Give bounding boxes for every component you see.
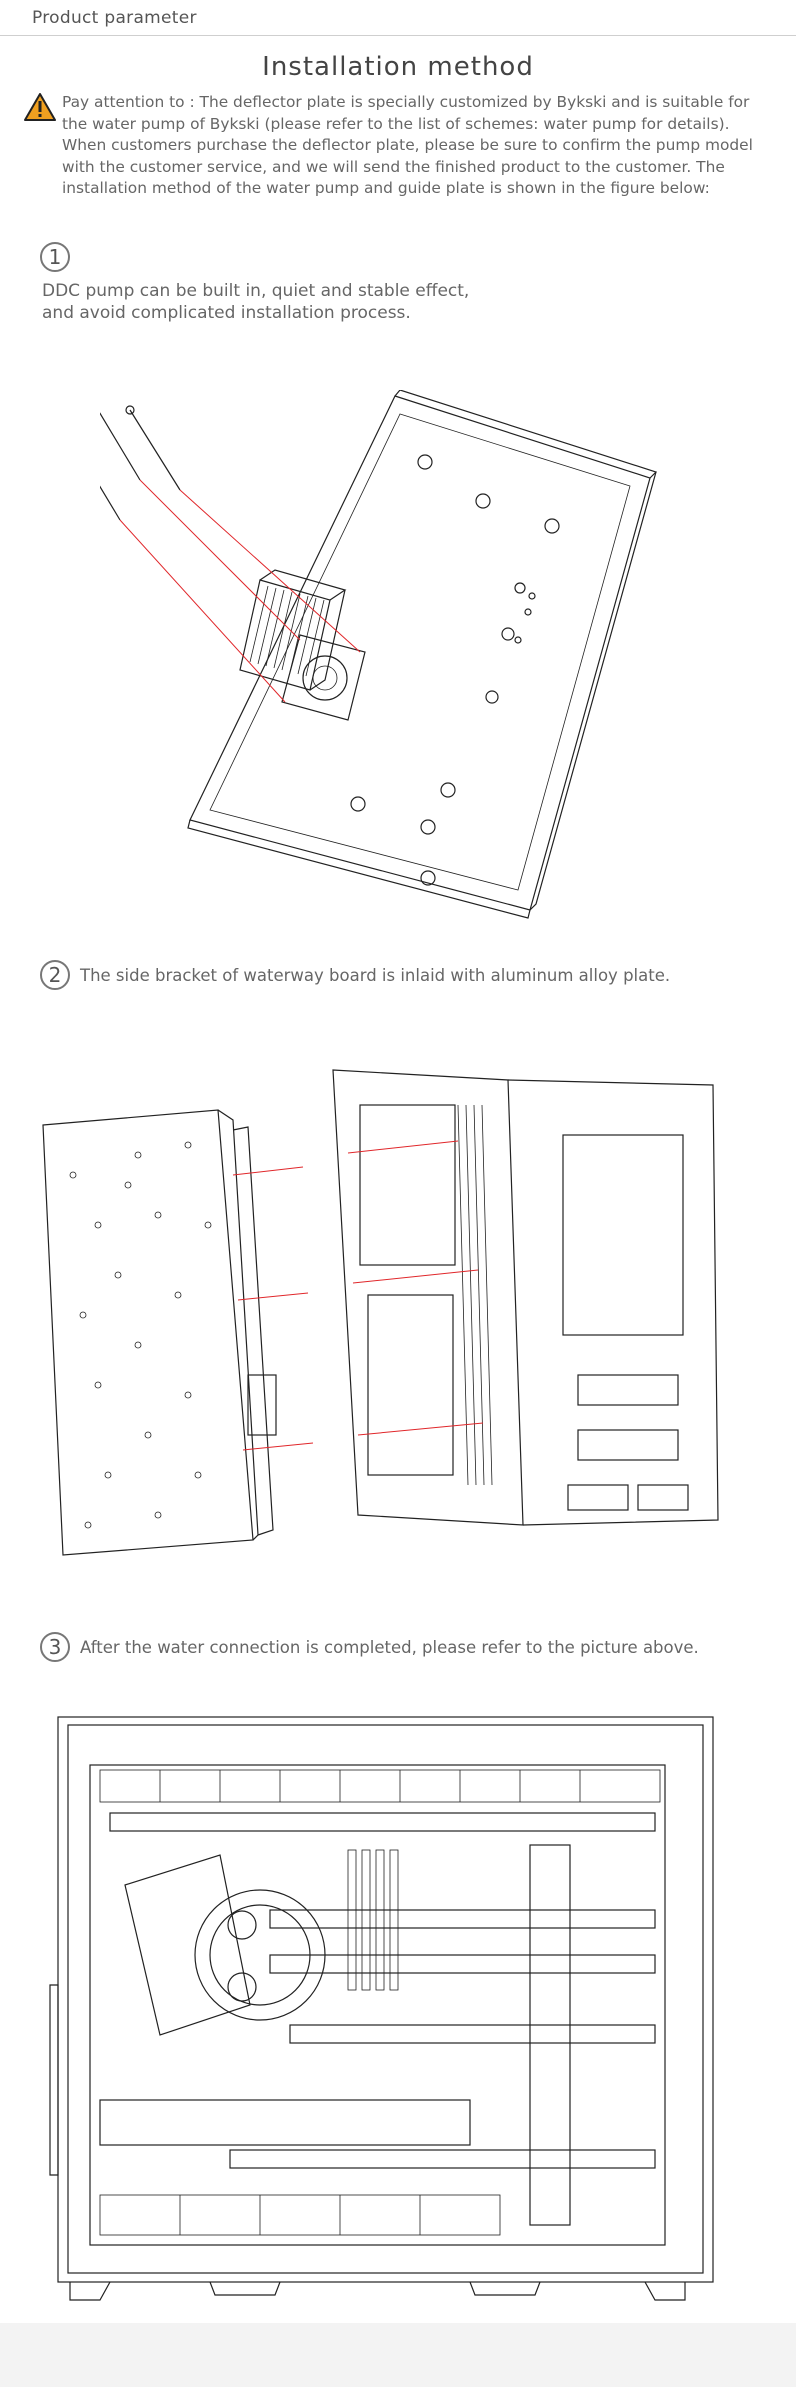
step-1-line-2: and avoid complicated installation proce… (42, 303, 411, 323)
assembled-case-diagram (49, 1716, 714, 2301)
step-3-number: 3 (40, 1632, 70, 1662)
notice-text: Pay attention to : The deflector plate i… (62, 93, 753, 198)
step-1-number: 1 (40, 242, 70, 272)
step-2-text: The side bracket of waterway board is in… (80, 966, 671, 985)
step-3-text: After the water connection is completed,… (80, 1638, 699, 1657)
product-parameter-tab[interactable]: Product parameter (32, 8, 197, 28)
page-title: Installation method (262, 52, 534, 82)
step-1-line-1: DDC pump can be built in, quiet and stab… (42, 281, 470, 301)
pump-plate-diagram (100, 390, 658, 919)
warning-triangle-icon (24, 93, 56, 121)
step-2-number: 2 (40, 960, 70, 990)
step-1-text: DDC pump can be built in, quiet and stab… (42, 280, 642, 324)
top-bar: Product parameter (0, 0, 796, 36)
bracket-plate-diagram (42, 1069, 719, 1556)
footer-band (0, 2323, 796, 2387)
